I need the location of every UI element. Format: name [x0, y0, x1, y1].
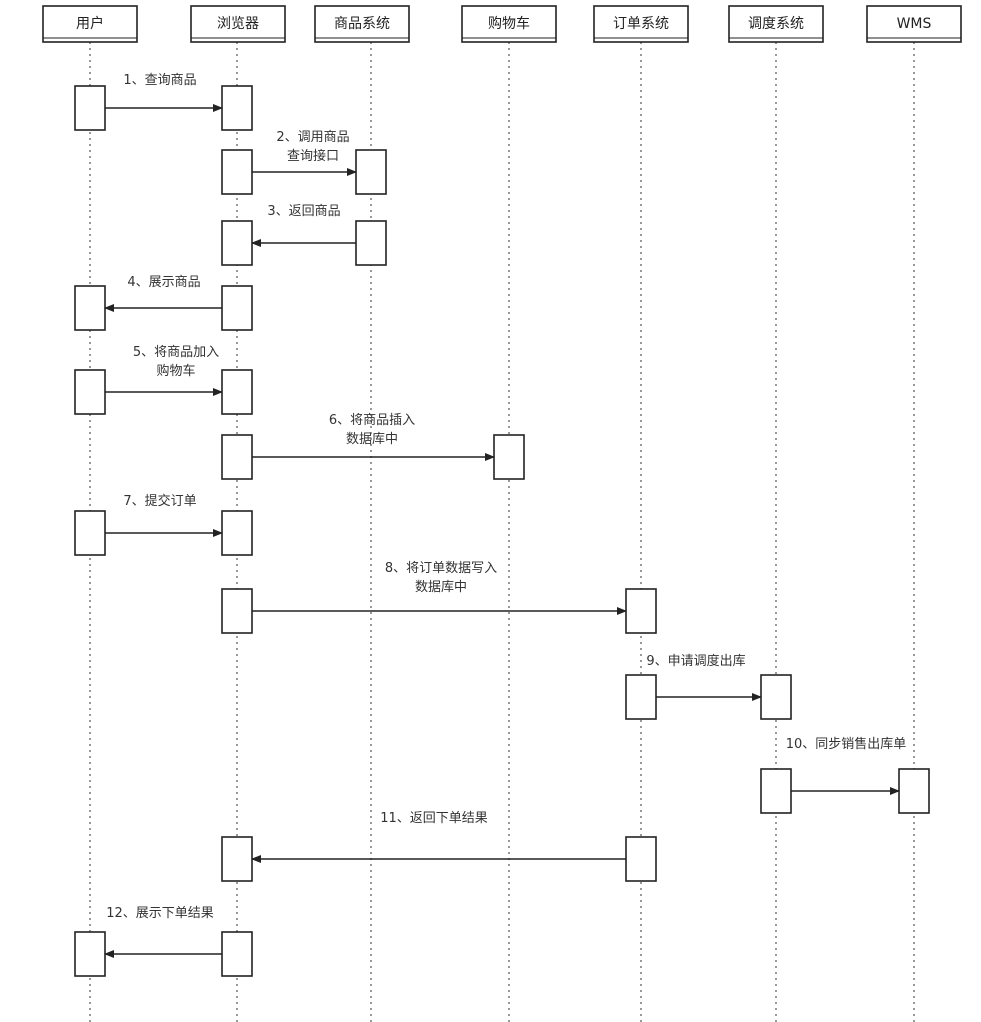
message-10: 10、同步销售出库单 — [786, 736, 907, 795]
activation-box — [493, 434, 525, 480]
activation-box — [74, 85, 106, 131]
message-label: 6、将商品插入 — [329, 413, 415, 428]
activation-box — [625, 588, 657, 634]
participant-product: 商品系统 — [314, 5, 410, 43]
message-label: 7、提交订单 — [123, 493, 196, 509]
message-label: 9、申请调度出库 — [646, 653, 745, 669]
participant-box — [866, 5, 962, 43]
message-4: 4、展示商品 — [104, 275, 222, 312]
message-label: 11、返回下单结果 — [380, 811, 488, 826]
activation-box — [74, 285, 106, 331]
participant-wms: WMS — [866, 5, 962, 43]
participant-box — [190, 5, 286, 43]
message-label: 5、将商品加入 — [133, 345, 219, 360]
activation-box — [221, 149, 253, 195]
message-label: 2、调用商品 — [276, 130, 349, 145]
participant-box — [728, 5, 824, 43]
activation-box — [355, 220, 387, 266]
message-label: 10、同步销售出库单 — [786, 736, 907, 752]
participant-cart: 购物车 — [461, 5, 557, 43]
message-label: 数据库中 — [415, 579, 467, 595]
message-label: 查询接口 — [287, 148, 339, 164]
activation-box — [74, 510, 106, 556]
activation-box — [760, 768, 792, 814]
participant-label: 订单系统 — [613, 16, 669, 32]
participant-label: WMS — [897, 16, 932, 32]
participant-user: 用户 — [42, 5, 138, 43]
participant-box — [314, 5, 410, 43]
message-1: 1、查询商品 — [105, 73, 223, 112]
participant-dispatch: 调度系统 — [728, 5, 824, 43]
message-3: 3、返回商品 — [251, 204, 356, 247]
message-label: 1、查询商品 — [123, 73, 196, 88]
activation-box — [221, 434, 253, 480]
participant-label: 浏览器 — [217, 16, 259, 32]
participant-order: 订单系统 — [593, 5, 689, 43]
activation-box — [625, 836, 657, 882]
message-label: 购物车 — [156, 363, 195, 379]
activation-box — [355, 149, 387, 195]
message-label: 12、展示下单结果 — [106, 906, 214, 921]
activation-box — [221, 220, 253, 266]
message-9: 9、申请调度出库 — [646, 653, 762, 701]
participant-browser: 浏览器 — [190, 5, 286, 43]
message-label: 8、将订单数据写入 — [385, 561, 497, 576]
activation-box — [221, 510, 253, 556]
participant-box — [593, 5, 689, 43]
activation-box — [221, 369, 253, 415]
activation-box — [625, 674, 657, 720]
activation-box — [221, 285, 253, 331]
participant-box — [461, 5, 557, 43]
activation-box — [760, 674, 792, 720]
participant-box — [42, 5, 138, 43]
message-12: 12、展示下单结果 — [104, 906, 222, 958]
participant-label: 用户 — [76, 15, 104, 32]
message-label: 4、展示商品 — [127, 275, 200, 290]
participant-label: 调度系统 — [748, 16, 804, 32]
activation-box — [221, 836, 253, 882]
activation-box — [898, 768, 930, 814]
activation-box — [221, 931, 253, 977]
activation-box — [221, 85, 253, 131]
participant-label: 商品系统 — [334, 16, 390, 32]
participant-label: 购物车 — [488, 15, 530, 32]
message-label: 数据库中 — [346, 431, 398, 447]
activation-box — [74, 369, 106, 415]
activation-box — [221, 588, 253, 634]
message-7: 7、提交订单 — [105, 493, 223, 537]
message-label: 3、返回商品 — [267, 204, 340, 219]
activation-box — [74, 931, 106, 977]
message-11: 11、返回下单结果 — [251, 811, 626, 863]
